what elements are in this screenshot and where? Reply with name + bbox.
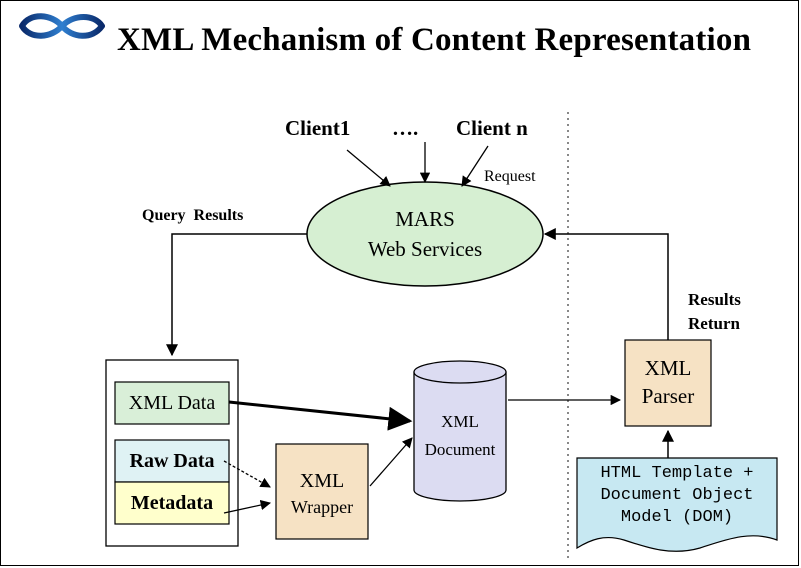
client-ellipsis-label: ….: [392, 116, 419, 140]
arrow-rawdata-to-wrapper: [223, 460, 271, 488]
xml-data-box: [114, 381, 230, 425]
arrow-xmldata-to-document: [228, 400, 413, 431]
xml-wrapper-box: [275, 443, 369, 540]
template-line3: Model (DOM): [620, 508, 734, 527]
results-label: Results: [688, 290, 741, 309]
arrow-query-results: [166, 233, 307, 357]
wrapper-label: XML Wrapper: [276, 468, 368, 520]
client1-label: Client1: [285, 116, 351, 140]
arrow-results-return: [543, 228, 669, 340]
arrow-clientn: [461, 145, 489, 187]
parser-line2: Parser: [641, 384, 695, 408]
document-label: XML Document: [414, 408, 506, 464]
template-line2: Document Object: [600, 486, 754, 505]
page-title: XML Mechanism of Content Representation: [117, 22, 752, 58]
template-label: HTML Template + Document Object Model (D…: [577, 463, 777, 529]
mars-line2: Web Services: [367, 237, 483, 261]
xml-document-cylinder: [413, 360, 507, 502]
raw-data-box: [114, 439, 230, 483]
logo-infinity-icon: [19, 13, 105, 39]
parser-label: XML Parser: [625, 354, 711, 410]
xml-data-label: XML Data: [128, 391, 216, 414]
wrapper-line2: Wrapper: [290, 497, 354, 517]
html-template-document: [576, 457, 778, 552]
mars-line1: MARS: [395, 207, 455, 231]
document-line2: Document: [424, 440, 496, 459]
document-line1: XML: [441, 412, 479, 431]
template-line1: HTML Template +: [600, 464, 754, 483]
query-results-label: Query Results: [142, 207, 244, 224]
arrow-metadata-to-wrapper: [223, 499, 272, 514]
metadata-box: [114, 481, 230, 525]
request-label: Request: [484, 168, 536, 185]
wrapper-line1: XML: [299, 470, 345, 492]
mars-label: MARS Web Services: [307, 204, 543, 264]
return-label: Return: [688, 314, 740, 333]
xml-parser-box: [624, 339, 712, 427]
arrow-wrapper-to-document: [369, 437, 413, 487]
metadata-label: Metadata: [130, 491, 214, 514]
parser-line1: XML: [644, 356, 692, 380]
arrow-client1: [346, 149, 391, 187]
raw-data-label: Raw Data: [129, 449, 215, 472]
clientn-label: Client n: [456, 116, 528, 140]
